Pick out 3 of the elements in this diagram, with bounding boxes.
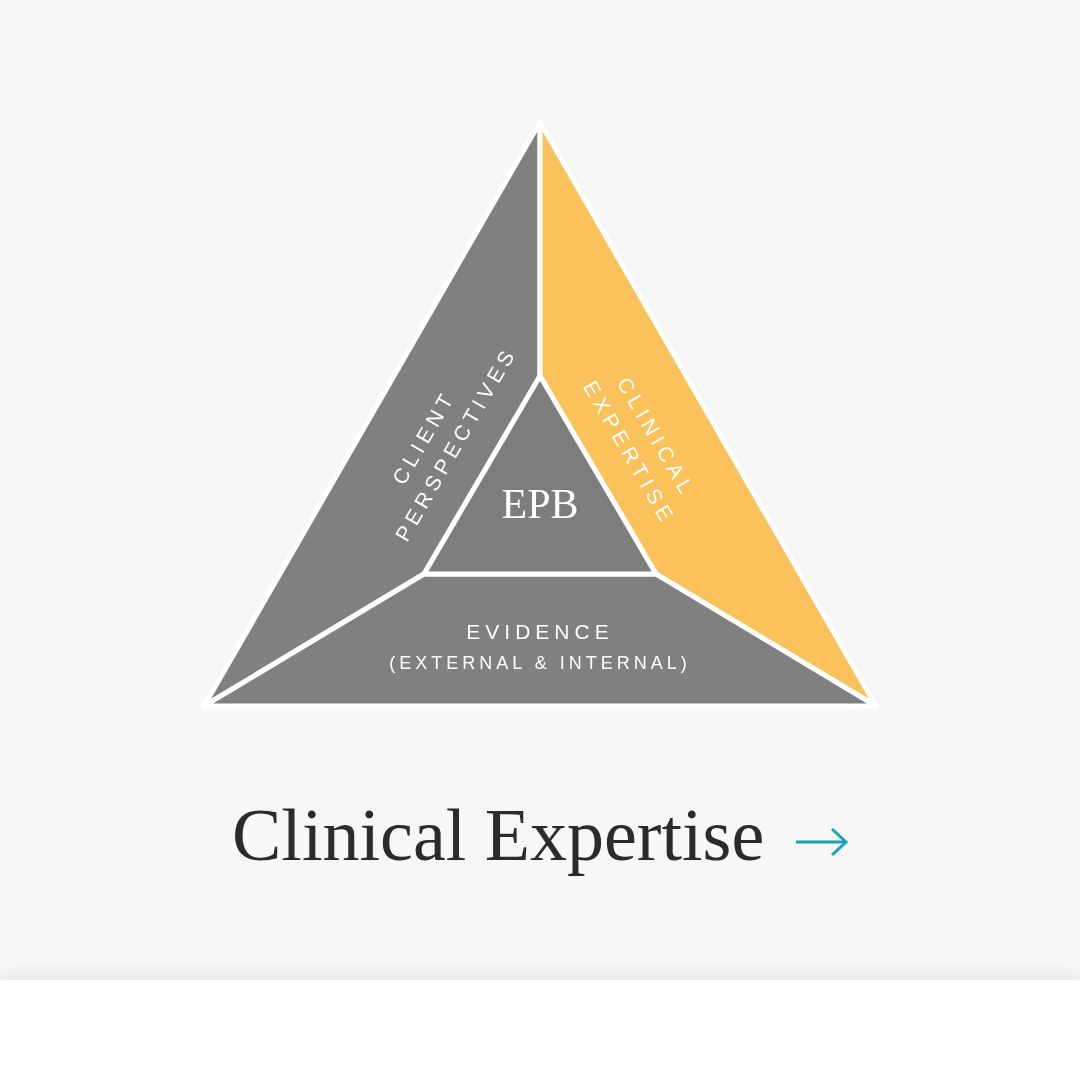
segment-label: EVIDENCE	[466, 618, 614, 645]
title: Clinical Expertise	[232, 793, 765, 878]
segment-sublabel: (EXTERNAL & INTERNAL)	[389, 651, 691, 675]
